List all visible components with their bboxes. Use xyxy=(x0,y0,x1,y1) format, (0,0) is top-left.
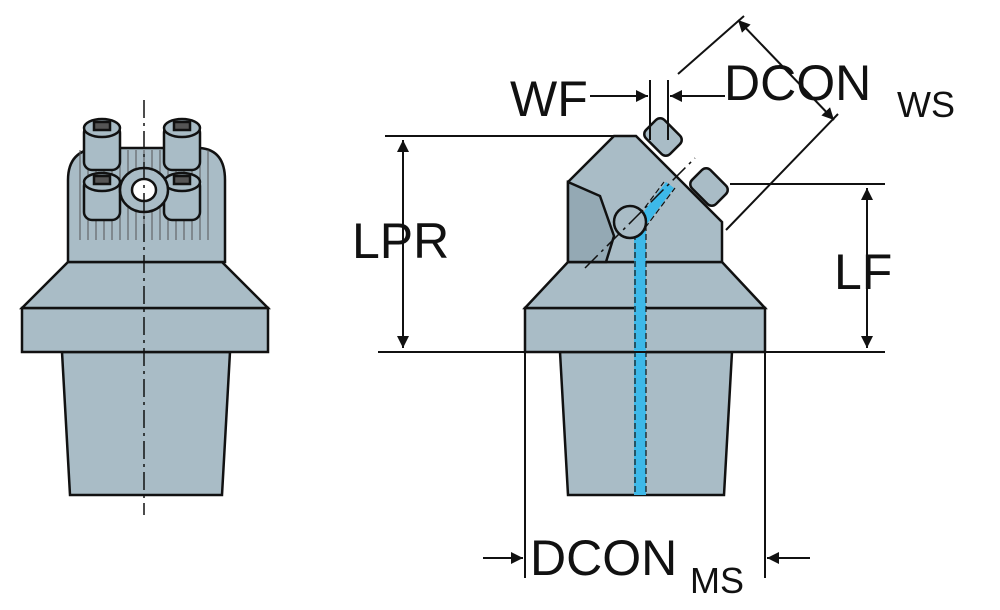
wf-label: WF xyxy=(510,71,588,127)
dcon-ms-label: DCON xyxy=(530,530,677,586)
front-shank xyxy=(60,350,232,497)
front-view xyxy=(18,100,272,515)
dcon-ws-label: DCON xyxy=(724,55,871,111)
screw-icons xyxy=(82,117,202,222)
side-angle-centerline xyxy=(584,157,696,269)
lpr-label: LPR xyxy=(352,213,449,269)
lf-label: LF xyxy=(834,244,892,300)
dcon-ms-subscript: MS xyxy=(690,560,744,601)
coolant-channel xyxy=(633,181,676,495)
dcon-ws-subscript: WS xyxy=(897,84,955,125)
front-chamfer xyxy=(18,260,272,310)
dcon-ws-dimension xyxy=(737,19,835,121)
side-view xyxy=(522,117,768,497)
dimension-lines xyxy=(378,15,885,578)
side-slot xyxy=(566,180,616,264)
side-screw-icons xyxy=(643,117,729,207)
front-flange xyxy=(20,306,270,354)
